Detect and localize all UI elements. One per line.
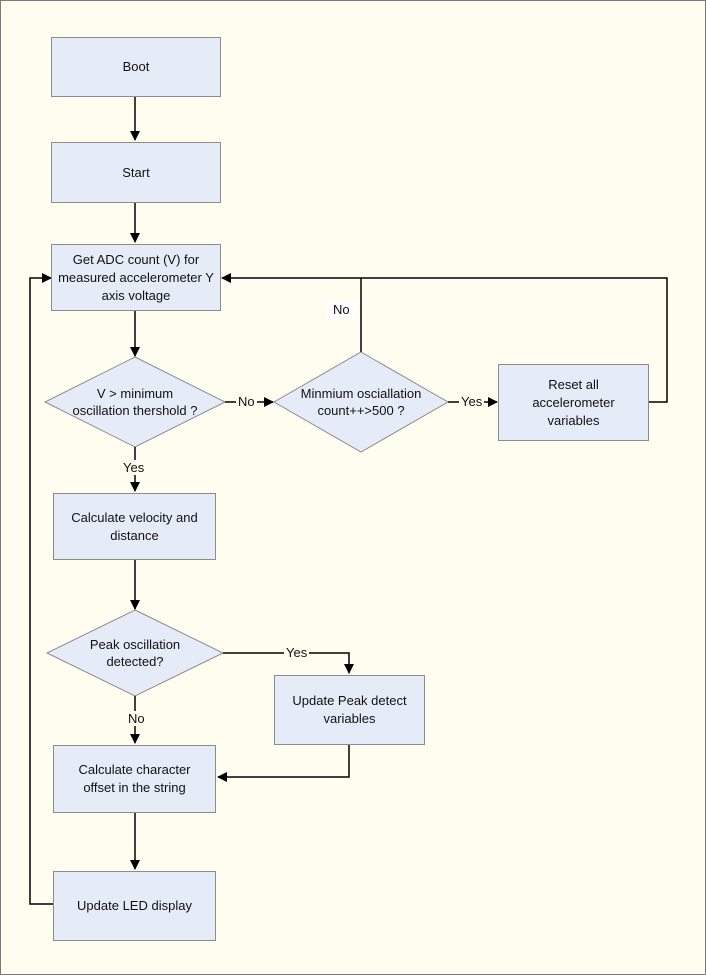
threshold-yes-label: Yes <box>121 460 147 475</box>
decision-count-shape <box>272 351 450 453</box>
peak-no-label: No <box>126 711 147 726</box>
decision-count-text: Minmium osciallation count++>500 ? <box>300 386 422 418</box>
count-no-label: No <box>326 300 357 319</box>
edge-update-offset <box>217 745 350 782</box>
threshold-no-label: No <box>236 394 257 409</box>
update-led-node: Update LED display <box>53 871 216 941</box>
edge-peak-update <box>223 652 354 674</box>
reset-node: Reset all accelerometer variables <box>498 364 649 441</box>
start-node: Start <box>51 142 221 203</box>
decision-threshold-text: V > minimum oscillation thershold ? <box>72 386 198 418</box>
peak-yes-label: Yes <box>284 645 310 660</box>
calc-offset-node: Calculate character offset in the string <box>53 745 216 813</box>
calc-velocity-node: Calculate velocity and distance <box>53 493 216 560</box>
boot-node: Boot <box>51 37 221 97</box>
count-yes-label: Yes <box>459 394 485 409</box>
decision-peak-text: Peak oscillation detected? <box>89 637 181 669</box>
edge-reset-loop <box>361 277 668 403</box>
get-adc-node: Get ADC count (V) for measured accelerom… <box>51 244 221 311</box>
edge-led-loop <box>29 273 53 905</box>
update-peak-node: Update Peak detect variables <box>274 675 425 745</box>
